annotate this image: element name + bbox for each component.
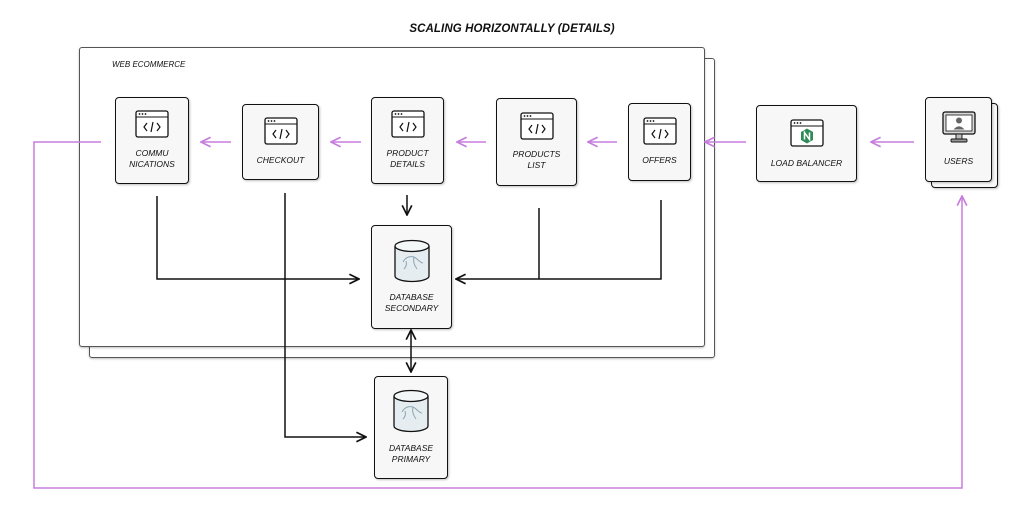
node-label-line1: COMMU <box>135 148 169 158</box>
node-label-line1: USERS <box>943 156 974 166</box>
monitor-user-icon <box>941 111 976 143</box>
diagram-title: SCALING HORIZONTALLY (DETAILS) <box>409 23 615 35</box>
code-window-icon <box>642 117 677 145</box>
node-label-line1: DATABASE <box>388 443 434 453</box>
load-balancer-node[interactable]: LOAD BALANCER <box>756 105 857 182</box>
checkout-node[interactable]: CHECKOUT <box>242 104 319 180</box>
code-window-icon <box>135 110 169 138</box>
users-node[interactable]: USERS <box>925 97 992 182</box>
node-label-line2: LIST <box>527 160 546 170</box>
node-label-line1: DATABASE <box>389 292 434 302</box>
communications-node[interactable]: COMMU NICATIONS <box>115 97 189 184</box>
product-details-node[interactable]: PRODUCT DETAILS <box>371 97 444 184</box>
database-primary-node[interactable]: DATABASE PRIMARY <box>374 376 448 479</box>
code-window-icon <box>390 110 425 138</box>
node-label-line2: DETAILS <box>390 159 425 169</box>
node-label-line2: NICATIONS <box>129 159 175 169</box>
mysql-database-icon <box>393 389 429 433</box>
products-list-node[interactable]: PRODUCTS LIST <box>496 98 577 186</box>
mysql-database-icon <box>393 239 430 283</box>
offers-node[interactable]: OFFERS <box>628 103 691 181</box>
node-label-line2: SECONDARY <box>384 303 439 313</box>
database-secondary-node[interactable]: DATABASE SECONDARY <box>371 225 452 329</box>
code-window-icon <box>263 117 298 145</box>
nginx-icon <box>789 119 824 147</box>
node-label-line1: OFFERS <box>642 155 677 165</box>
node-label-line1: LOAD BALANCER <box>770 158 843 168</box>
node-label-line2: PRIMARY <box>391 454 431 464</box>
container-label: WEB ECOMMERCE <box>112 60 186 69</box>
code-window-icon <box>519 112 554 140</box>
node-label-line1: PRODUCTS <box>512 149 561 159</box>
node-label-line1: PRODUCT <box>386 148 429 158</box>
node-label-line1: CHECKOUT <box>256 155 305 165</box>
